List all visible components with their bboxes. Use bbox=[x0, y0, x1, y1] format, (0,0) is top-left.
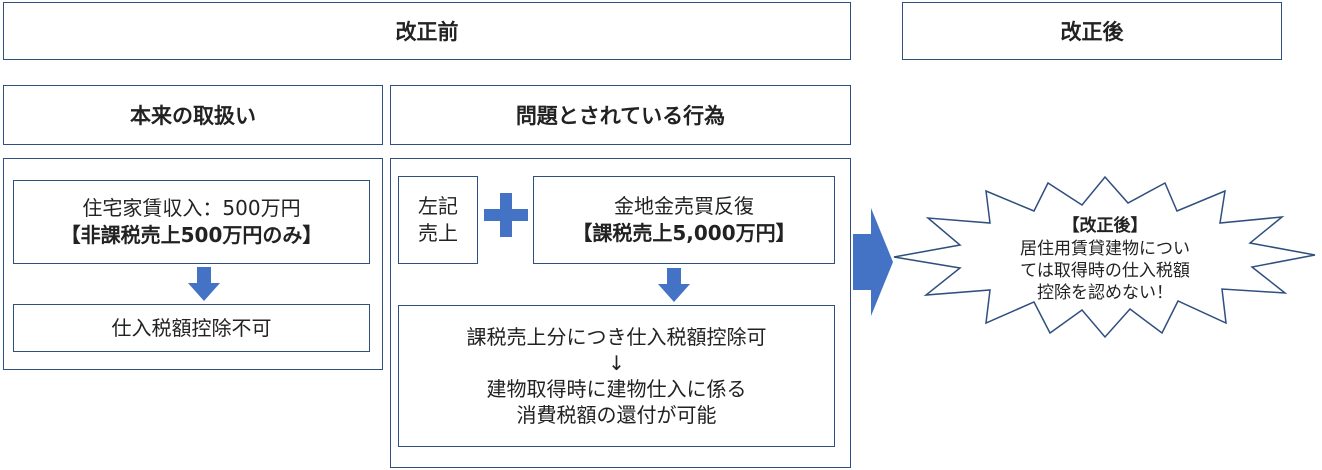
left-note-line2: 売上 bbox=[418, 221, 458, 245]
rent-income-box: 住宅家賃収入：500万円 【非課税売上500万円のみ】 bbox=[13, 180, 370, 264]
col2-result-arrow: ↓ bbox=[608, 351, 625, 375]
starburst-text: 【改正後】 居住用賃貸建物につい ては取得時の仕入税額 控除を認めない！ bbox=[960, 200, 1250, 320]
gold-trading-line2: 【課税売上5,000万円】 bbox=[572, 221, 796, 245]
col2-result-box: 課税売上分につき仕入税額控除可 ↓ 建物取得時に建物仕入に係る 消費税額の還付が… bbox=[398, 305, 835, 447]
col2-result-line3: 消費税額の還付が可能 bbox=[516, 403, 717, 427]
col1-result-label: 仕入税額控除不可 bbox=[111, 315, 272, 340]
rent-income-line2: 【非課税売上500万円のみ】 bbox=[60, 223, 323, 247]
starburst-title: 【改正後】 bbox=[1062, 216, 1148, 237]
plus-icon bbox=[484, 193, 528, 237]
right-arrow-icon bbox=[853, 208, 893, 316]
left-note-box: 左記 売上 bbox=[398, 176, 478, 264]
gold-trading-box: 金地金売買反復 【課税売上5,000万円】 bbox=[533, 176, 835, 264]
gold-trading-line1: 金地金売買反復 bbox=[614, 194, 754, 218]
down-arrow-icon bbox=[658, 268, 690, 302]
starburst-line3: 控除を認めない！ bbox=[1037, 283, 1173, 304]
down-arrow-icon bbox=[188, 267, 220, 301]
col2-header-label: 問題とされている行為 bbox=[515, 104, 726, 128]
before-header-label: 改正前 bbox=[395, 20, 459, 44]
col1-header-label: 本来の取扱い bbox=[130, 104, 256, 128]
after-header-label: 改正後 bbox=[1060, 20, 1124, 44]
col1-header: 本来の取扱い bbox=[3, 85, 383, 145]
starburst-line1: 居住用賃貸建物につい bbox=[1020, 238, 1190, 259]
col2-result-line2: 建物取得時に建物仕入に係る bbox=[486, 377, 747, 401]
col2-header: 問題とされている行為 bbox=[390, 85, 851, 145]
starburst-shape bbox=[893, 175, 1316, 339]
col1-result-box: 仕入税額控除不可 bbox=[13, 304, 370, 352]
col2-result-line1: 課税売上分につき仕入税額控除可 bbox=[466, 325, 767, 349]
after-header: 改正後 bbox=[902, 2, 1282, 60]
left-note-line1: 左記 bbox=[418, 194, 458, 218]
rent-income-line1: 住宅家賃収入：500万円 bbox=[82, 196, 301, 220]
before-header: 改正前 bbox=[3, 2, 851, 60]
starburst-line2: ては取得時の仕入税額 bbox=[1020, 261, 1190, 281]
